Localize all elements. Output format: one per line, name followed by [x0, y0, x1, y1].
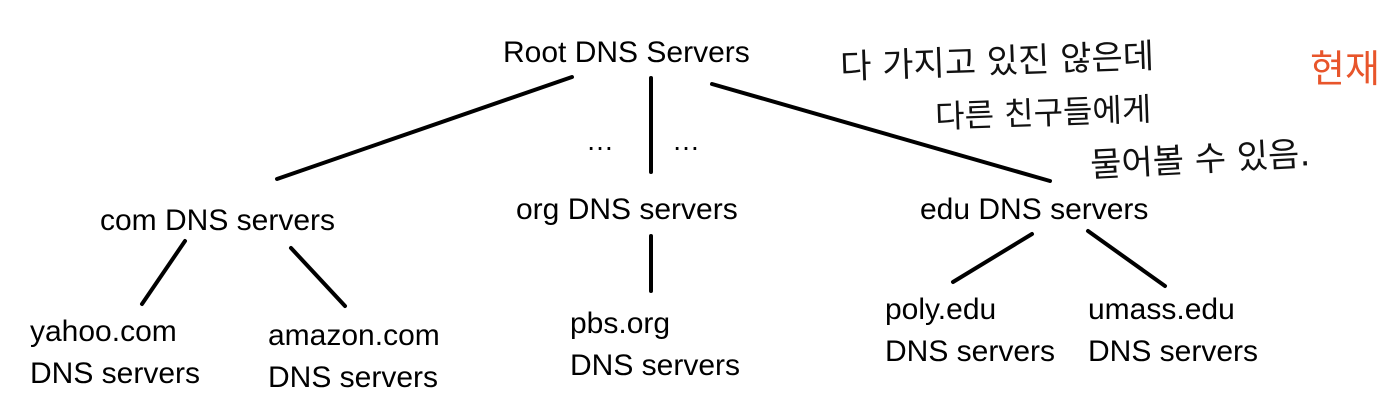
- edu-to-poly-line: [951, 232, 1034, 284]
- org-dns-servers-label: org DNS servers: [516, 193, 738, 226]
- poly-dns-servers-label: poly.edu DNS servers: [885, 289, 1055, 373]
- ellipsis-left: …: [586, 125, 614, 156]
- com-to-yahoo-line: [140, 239, 187, 306]
- ellipsis-right: …: [672, 125, 700, 156]
- poly-line2: DNS servers: [885, 335, 1056, 368]
- pbs-dns-servers-label: pbs.org DNS servers: [570, 303, 740, 387]
- yahoo-dns-servers-label: yahoo.com DNS servers: [30, 311, 200, 395]
- poly-line1: poly.edu: [885, 293, 997, 326]
- umass-line1: umass.edu: [1088, 293, 1235, 326]
- root-to-edu-line: [710, 82, 1052, 183]
- handwritten-note-line2: 다른 친구들에게: [934, 90, 1152, 136]
- umass-line2: DNS servers: [1088, 335, 1259, 368]
- com-dns-servers-label: com DNS servers: [100, 204, 336, 237]
- amazon-line2: DNS servers: [268, 361, 439, 394]
- amazon-line1: amazon.com: [268, 319, 440, 352]
- yahoo-line2: DNS servers: [30, 357, 201, 390]
- root-dns-servers-label: Root DNS Servers: [503, 36, 750, 69]
- pbs-line1: pbs.org: [570, 307, 671, 340]
- yahoo-line1: yahoo.com: [30, 315, 177, 348]
- com-to-amazon-line: [289, 246, 347, 308]
- amazon-dns-servers-label: amazon.com DNS servers: [268, 315, 440, 399]
- pbs-line2: DNS servers: [570, 349, 741, 382]
- edu-dns-servers-label: edu DNS servers: [920, 193, 1149, 226]
- handwritten-current-note: 현재: [1310, 47, 1380, 91]
- edu-to-umass-line: [1086, 229, 1167, 288]
- root-to-com-line: [275, 75, 574, 181]
- umass-dns-servers-label: umass.edu DNS servers: [1088, 289, 1258, 373]
